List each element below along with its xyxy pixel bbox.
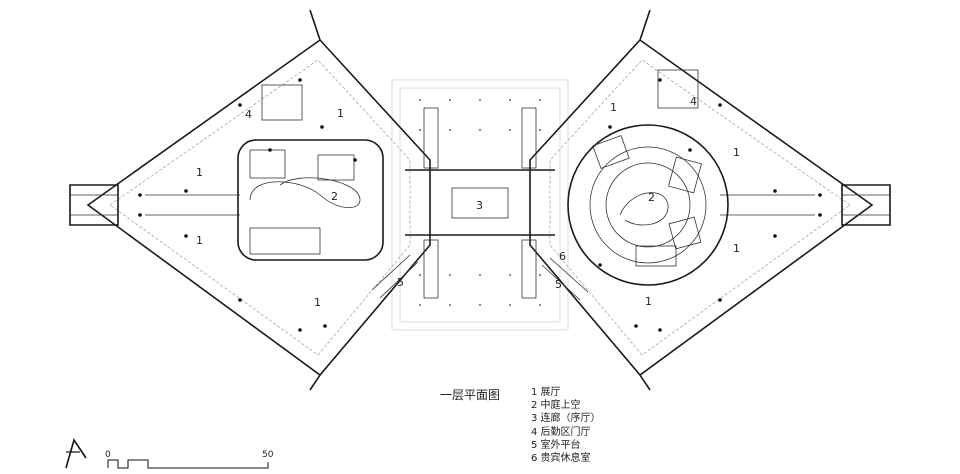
column-dot: [184, 189, 188, 193]
canopy-grid-dot: [449, 304, 451, 306]
column-dot: [320, 125, 324, 129]
canopy-grid-dot: [419, 129, 421, 131]
column-dot: [634, 324, 638, 328]
canopy-grid-dot: [509, 99, 511, 101]
column-dot: [598, 263, 602, 267]
label-vip-lounge: 6: [559, 250, 566, 263]
column-dot: [184, 234, 188, 238]
label-service-lobby-left: 4: [245, 108, 252, 121]
label-exhibition-left-mid-top: 1: [196, 166, 203, 179]
label-terrace-right: 5: [555, 278, 562, 291]
legend-item: 1 展厅: [531, 387, 561, 398]
label-atrium-left: 2: [331, 190, 338, 203]
right-building: [529, 9, 891, 391]
canopy-grid-dot: [539, 129, 541, 131]
canopy-grid-dot: [449, 99, 451, 101]
column-dot: [658, 328, 662, 332]
column-dot: [138, 193, 142, 197]
column-dot: [353, 158, 357, 162]
legend-item: 2 中庭上空: [531, 400, 581, 412]
column-dot: [238, 298, 242, 302]
column-dot: [298, 78, 302, 82]
canopy-grid-dot: [509, 304, 511, 306]
column-dot: [323, 324, 327, 328]
canopy-grid-dot: [479, 99, 481, 101]
column-dot: [818, 193, 822, 197]
north-arrow-icon: [65, 438, 87, 469]
label-exhibition-right-mid-top: 1: [733, 146, 740, 159]
label-exhibition-right-bottom: 1: [645, 295, 652, 308]
label-exhibition-left-top: 1: [337, 107, 344, 120]
column-dot: [238, 103, 242, 107]
canopy-grid-dot: [479, 129, 481, 131]
legend-item: 6 贵宾休息室: [531, 453, 591, 465]
canopy-grid-dot: [539, 304, 541, 306]
corridor-walls: [405, 169, 555, 236]
column-dot: [268, 148, 272, 152]
canopy-grid-dot: [419, 99, 421, 101]
legend-item: 5 室外平台: [531, 439, 581, 451]
column-dot: [608, 125, 612, 129]
canopy-grid-dot: [479, 304, 481, 306]
legend: 1 展厅 2 中庭上空 3 连廊（序厅） 4 后勤区门厅 5 室外平台 6 贵宾…: [531, 386, 601, 465]
legend-item: 4 后勤区门厅: [531, 426, 591, 438]
canopy-grid-dot: [509, 129, 511, 131]
column-dot: [773, 234, 777, 238]
structural-columns: [138, 78, 822, 332]
column-dot: [718, 103, 722, 107]
label-exhibition-right-mid-bottom: 1: [733, 242, 740, 255]
canopy-grid-dot: [539, 99, 541, 101]
label-service-lobby-right: 4: [690, 95, 697, 108]
label-terrace-left: 5: [397, 276, 404, 289]
column-dot: [773, 189, 777, 193]
escalators: [423, 107, 537, 299]
canopy-grid-dot: [419, 274, 421, 276]
canopy-grid-dot: [449, 129, 451, 131]
column-dot: [138, 213, 142, 217]
label-atrium-right: 2: [648, 191, 655, 204]
column-dot: [688, 148, 692, 152]
label-exhibition-left-bottom: 1: [314, 296, 321, 309]
column-dot: [298, 328, 302, 332]
canopy-grid-dot: [479, 274, 481, 276]
scale-bar: 0 50: [105, 450, 274, 469]
room-labels: 1 1 1 1 2 4 5 3 1 1 1 1 2 4 5 6: [196, 95, 740, 309]
column-dot: [718, 298, 722, 302]
column-dot: [658, 78, 662, 82]
canopy-grid-dot: [539, 274, 541, 276]
drawing-title: 一层平面图: [440, 388, 501, 402]
scale-start: 0: [105, 450, 111, 460]
canopy-grid-dot: [449, 274, 451, 276]
left-building: [69, 9, 431, 391]
legend-item: 3 连廊（序厅）: [531, 413, 601, 425]
canopy-grid-dot: [419, 304, 421, 306]
canopy-grid-dot: [509, 274, 511, 276]
label-exhibition-right-top: 1: [610, 101, 617, 114]
column-dot: [818, 213, 822, 217]
label-corridor: 3: [476, 199, 483, 212]
label-exhibition-left-mid-bottom: 1: [196, 234, 203, 247]
scale-end: 50: [262, 450, 274, 460]
